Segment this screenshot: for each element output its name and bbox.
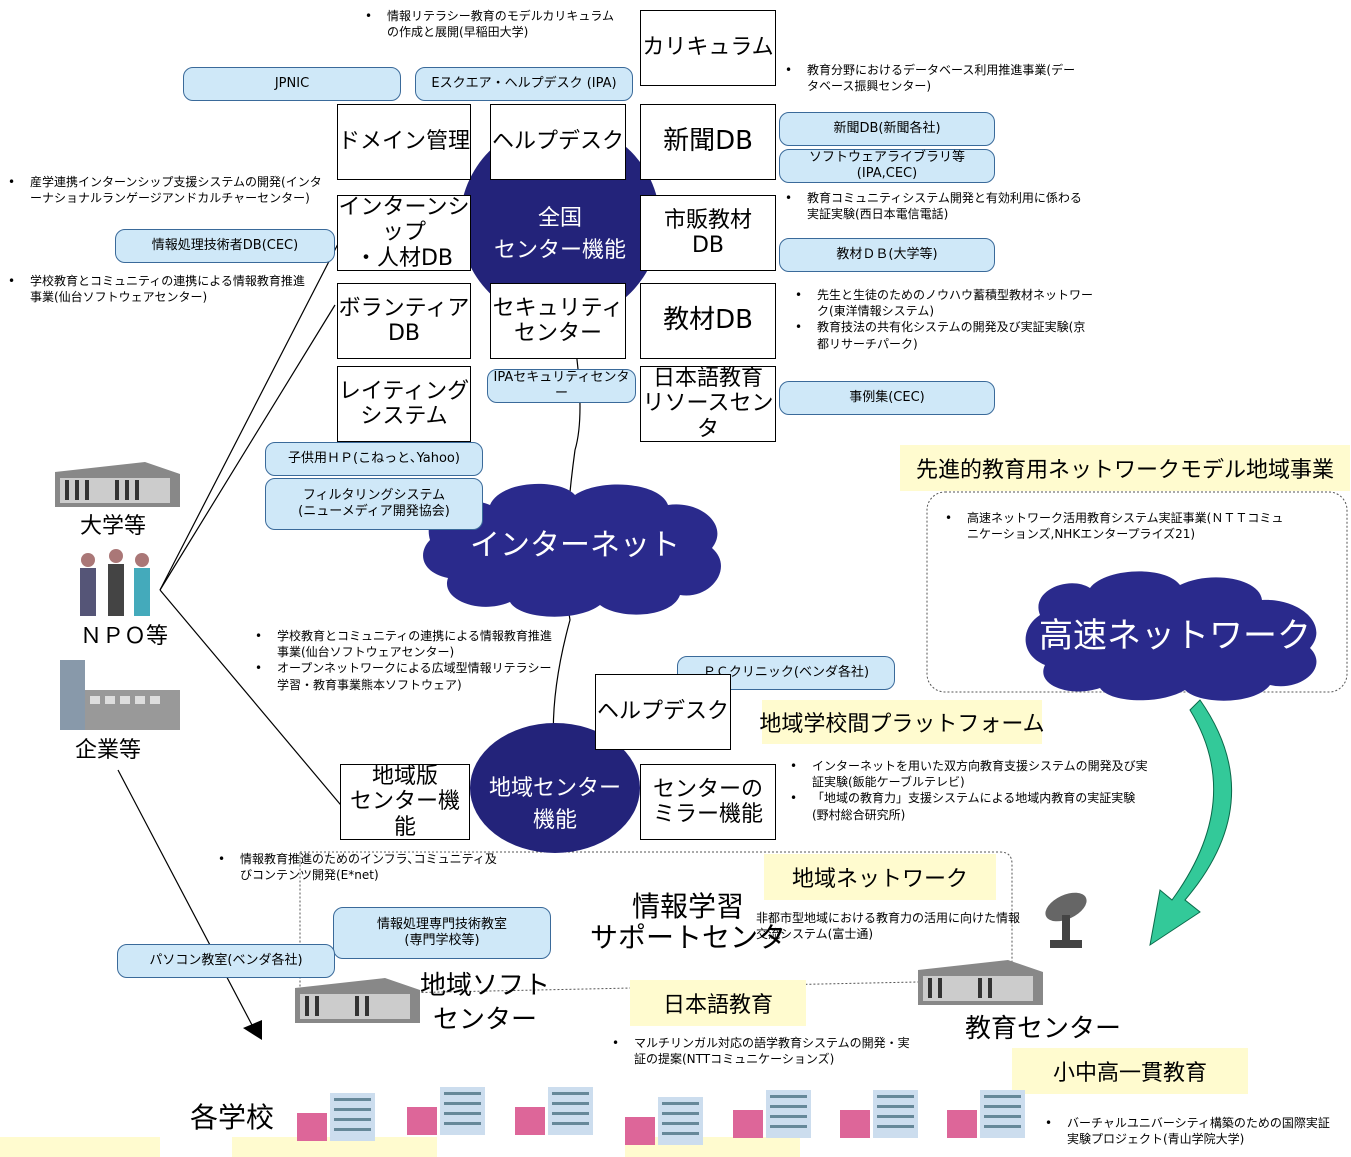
regional-center-function-box: 地域版 センター機能 <box>340 764 470 840</box>
regional-platform-title: 地域学校間プラットフォーム <box>759 700 1045 744</box>
japanese-education-title: 日本語教育 <box>630 980 806 1026</box>
escuare-helpdesk-pill: Eスクエア・ヘルプデスク (IPA) <box>415 67 633 101</box>
pc-school-pill: パソコン教室(ベンダ各社) <box>117 944 335 978</box>
note-interactive: インターネットを用いた双方向教育支援システムの開発及び実証実験(飯能ケーブルテレ… <box>790 758 1150 823</box>
education-center-label: 教育センター <box>965 1014 1122 1044</box>
school-icon <box>515 1087 593 1135</box>
npo-label: ＮＰＯ等 <box>80 624 169 649</box>
note-sendai-kumamoto: 学校教育とコミュニティの連携による情報教育推進事業(仙台ソフトウェアセンター)オ… <box>255 628 555 693</box>
internship-db-box: インターンシップ ・人材DB <box>337 195 471 271</box>
jpnic-pill: JPNIC <box>183 67 401 101</box>
school-icon <box>947 1090 1025 1138</box>
high-speed-cloud <box>1025 571 1317 701</box>
regional-software-center-label: 地域ソフト センター <box>420 971 551 1035</box>
university-label: 大学等 <box>80 514 147 539</box>
newspaper-db-pill: 新聞DB(新聞各社) <box>779 112 995 146</box>
regional-network-title: 地域ネットワーク <box>764 854 996 900</box>
advanced-model-title: 先進的教育用ネットワークモデル地域事業 <box>900 445 1350 491</box>
satellite-dish-icon <box>1045 892 1087 948</box>
regional-center-ellipse <box>470 723 640 853</box>
kids-hp-pill: 子供用ＨＰ(こねっと､Yahoo) <box>265 442 483 476</box>
integrated-education-title: 小中高一貫教育 <box>1012 1048 1248 1094</box>
bottom-strip-1 <box>0 1137 160 1157</box>
schools-label: 各学校 <box>190 1101 275 1134</box>
note-curriculum: 情報リテラシー教育のモデルカリキュラムの作成と展開(早稲田大学) <box>365 8 625 40</box>
company-building-icon <box>60 660 180 730</box>
note-knowhow: 先生と生徒のためのノウハウ蓄積型教材ネットワーク(東洋情報システム)教育技法の共… <box>795 287 1095 352</box>
it-engineer-db-pill: 情報処理技術者DB(CEC) <box>115 229 335 263</box>
education-center-building-icon <box>918 960 1043 1005</box>
note-school-community: 学校教育とコミュニティの連携による情報教育推進事業(仙台ソフトウェアセンター) <box>8 273 308 305</box>
bottom-strip-2 <box>232 1137 437 1157</box>
note-non-urban: 非都市型地域における教育力の活用に向けた情報交流システム(富士通) <box>734 910 1024 942</box>
regional-center-label: 地域センター 機能 <box>488 776 621 833</box>
internet-cloud <box>423 483 721 617</box>
school-icon <box>733 1090 811 1138</box>
ipa-security-pill: IPAセキュリティセンター <box>487 369 636 403</box>
japanese-resource-center-box: 日本語教育 リソースセンタ <box>640 366 776 442</box>
regional-software-building-icon <box>295 978 420 1023</box>
security-center-box: セキュリティ センター <box>490 283 626 359</box>
case-studies-pill: 事例集(CEC) <box>779 381 995 415</box>
info-learning-center: 情報学習 サポートセンタ <box>590 890 787 954</box>
mirror-function-box: センターの ミラー機能 <box>640 764 776 840</box>
helpdesk-box: ヘルプデスク <box>490 104 626 180</box>
note-virtual-university: バーチャルユニバーシティ構築のための国際実証実験プロジェクト(青山学院大学) <box>1045 1115 1335 1147</box>
regional-helpdesk-box: ヘルプデスク <box>595 674 731 750</box>
newspaper-db-box: 新聞DB <box>640 104 776 180</box>
school-icon <box>840 1090 918 1138</box>
school-icon <box>625 1097 703 1145</box>
note-multilingual: マルチリンガル対応の語学教育システムの開発・実証の提案(NTTコミュニケーション… <box>612 1035 912 1067</box>
materials-db-box: 教材DB <box>640 283 776 359</box>
filtering-system-pill: フィルタリングシステム (ニューメディア開発協会) <box>265 478 483 530</box>
volunteer-db-box: ボランティア DB <box>337 283 471 359</box>
people-icon <box>80 549 150 616</box>
curriculum-box: カリキュラム <box>640 10 776 86</box>
domain-management-box: ドメイン管理 <box>337 104 471 180</box>
internet-label: インターネット <box>470 528 680 563</box>
it-vocational-pill: 情報処理専門技術教室 (専門学校等) <box>333 907 551 959</box>
npo-to-lines <box>159 239 341 591</box>
rating-system-box: レイティング システム <box>337 366 471 442</box>
university-building-icon <box>55 462 180 507</box>
school-icon <box>407 1087 485 1135</box>
note-internship: 産学連携インターンシップ支援システムの開発(インターナショナルランゲージアンドカ… <box>8 174 328 206</box>
school-icon <box>297 1093 375 1141</box>
national-center-label: 全国 センター機能 <box>493 206 626 263</box>
note-highspeed: 高速ネットワーク活用教育システム実証事業(ＮＴＴコミュニケーションズ,NHKエン… <box>945 510 1285 542</box>
note-community: 教育コミュニティシステム開発と有効利用に係わる実証実験(西日本電信電話) <box>785 190 1085 222</box>
high-speed-network-label: 高速ネットワーク <box>1039 616 1311 656</box>
materials-db-university-pill: 教材ＤＢ(大学等) <box>779 238 995 272</box>
software-library-pill: ソフトウェアライブラリ等(IPA,CEC) <box>779 149 995 183</box>
company-to-school-arrow <box>117 769 253 1026</box>
commercial-materials-db-box: 市販教材 DB <box>640 195 776 271</box>
company-label: 企業等 <box>75 738 142 763</box>
note-database: 教育分野におけるデータベース利用推進事業(データベース振興センター) <box>785 62 1085 94</box>
note-infra: 情報教育推進のためのインフラ､コミュニティ及びコンテンツ開発(E*net) <box>218 851 498 883</box>
green-arrow <box>1149 699 1233 947</box>
